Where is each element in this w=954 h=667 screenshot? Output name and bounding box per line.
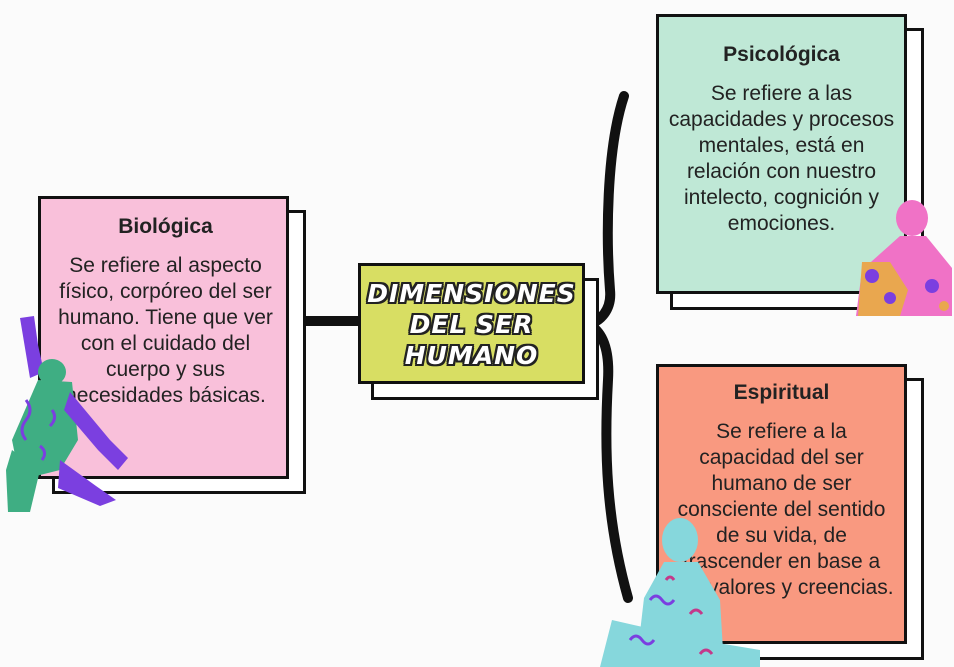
thinking-person-illustration <box>856 200 952 316</box>
center-title-line-1: DIMENSIONES <box>367 279 576 308</box>
biologica-description: Se refiere al aspecto físico, corpóreo d… <box>58 254 273 407</box>
center-title-line-3: HUMANO <box>404 341 539 370</box>
espiritual-description: Se refiere a la capacidad del ser humano… <box>669 420 894 599</box>
biologica-title: Biológica <box>118 215 213 238</box>
meditating-person-illustration <box>600 518 760 667</box>
biologica-card: Biológica Se refiere al aspecto físico, … <box>38 196 289 479</box>
kneeling-person-illustration <box>6 316 128 512</box>
center-title-card: DIMENSIONES DEL SER HUMANO <box>358 263 585 384</box>
psicologica-title: Psicológica <box>723 43 840 66</box>
center-title-line-2: DEL SER <box>409 310 534 339</box>
espiritual-title: Espiritual <box>733 381 830 404</box>
psicologica-card: Psicológica Se refiere a las capacidades… <box>656 14 907 294</box>
psicologica-description: Se refiere a las capacidades y procesos … <box>668 82 895 235</box>
